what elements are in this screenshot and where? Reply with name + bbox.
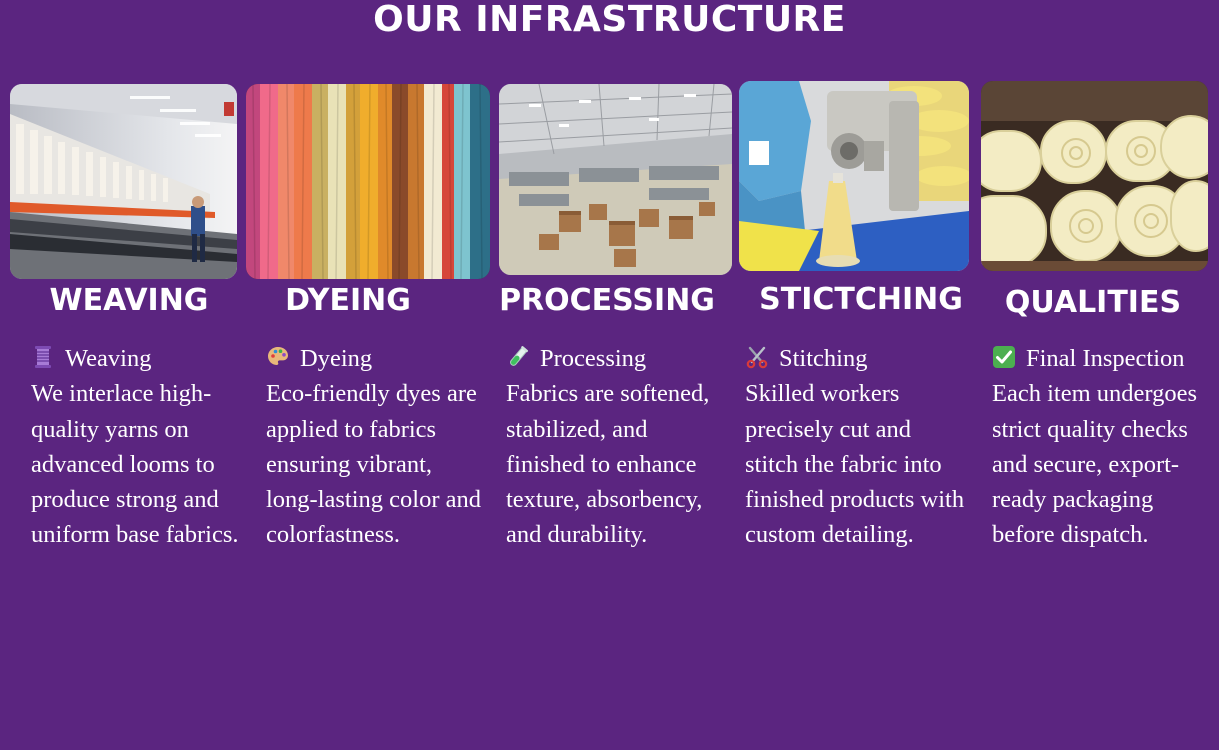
description-qualities: Final Inspection Each item undergoes str… <box>992 341 1214 553</box>
check-mark-icon <box>992 345 1016 369</box>
step-title-weaving: Weaving <box>65 345 152 372</box>
test-tube-icon <box>506 345 530 369</box>
heading-qualities: QUALITIES <box>1004 285 1182 320</box>
description-dyeing: Dyeing Eco-friendly dyes are applied to … <box>266 341 488 553</box>
description-stitching: Stitching Skilled workers precisely cut … <box>745 341 967 553</box>
weaving-mill-photo <box>10 84 237 279</box>
description-processing: Processing Fabrics are softened, stabili… <box>506 341 732 553</box>
step-title-dyeing: Dyeing <box>300 345 373 372</box>
thread-spool-icon <box>31 345 55 369</box>
heading-dyeing: DYEING <box>285 283 411 318</box>
step-title-processing: Processing <box>540 345 647 372</box>
processing-factory-photo <box>499 84 732 275</box>
scissors-icon <box>745 345 769 369</box>
step-text-qualities: Each item undergoes strict quality check… <box>992 380 1198 549</box>
step-text-dyeing: Eco-friendly dyes are applied to fabrics… <box>266 380 482 549</box>
step-text-stitching: Skilled workers precisely cut and stitch… <box>745 380 965 549</box>
dyed-yarn-photo <box>246 84 490 279</box>
heading-processing: PROCESSING <box>499 283 715 318</box>
step-text-processing: Fabrics are softened, stabilized, and fi… <box>506 380 710 549</box>
palette-icon <box>266 345 290 369</box>
heading-weaving: WEAVING <box>49 283 209 318</box>
heading-stitching: STICTCHING <box>759 282 963 317</box>
step-text-weaving: We interlace high-quality yarns on advan… <box>31 380 239 549</box>
page-title: OUR INFRASTRUCTURE <box>373 0 846 40</box>
rolled-towels-photo <box>981 81 1208 271</box>
step-title-qualities: Final Inspection <box>1026 345 1185 372</box>
stitching-machine-photo <box>739 81 969 271</box>
description-weaving: Weaving We interlace high-quality yarns … <box>31 341 253 553</box>
step-title-stitching: Stitching <box>779 345 868 372</box>
